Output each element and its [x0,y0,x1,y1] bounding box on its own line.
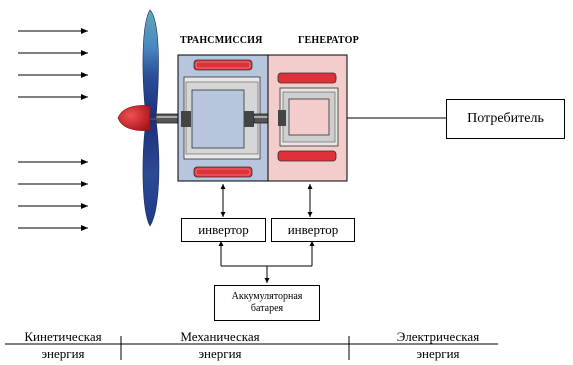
energy-stage-kinetic: Кинетическая энергия [8,330,118,360]
stage-line2: энергия [198,346,242,361]
generator-core [288,98,330,136]
lower-blade [142,119,160,227]
energy-stage-electrical: Электрическая энергия [378,330,498,360]
inverter-right-label: инвертор [287,222,339,237]
wind-arrows [18,28,88,231]
magnet-top [277,72,337,84]
consumer-label: Потребитель [467,111,544,126]
generator-label: ГЕНЕРАТОР [298,35,359,46]
magnet-bottom [193,166,253,178]
energy-scale [5,336,498,360]
stage-line1: Механическая [180,329,260,344]
stage-line2: энергия [41,346,85,361]
bus-lines [218,241,315,283]
transmission-block [177,54,269,182]
magnet-bottom [277,150,337,162]
nose-cone-icon [117,105,151,131]
upper-blade [142,9,159,119]
consumer-box: Потребитель [446,99,565,139]
transmission-label: ТРАНСМИССИЯ [180,35,263,46]
inverter-right: инвертор [271,218,355,242]
energy-stage-mechanical: Механическая энергия [160,330,280,360]
transmission-core [191,89,245,149]
stage-line1: Кинетическая [24,329,102,344]
battery-label-line2: батарея [250,303,284,314]
magnet-top [193,59,253,71]
battery-box: Аккумуляторная батарея [214,285,320,321]
rotor [117,9,160,227]
battery-label-line1: Аккумуляторная [231,290,303,302]
inverter-left-label: инвертор [198,222,249,237]
generator-block [267,54,348,182]
stage-line2: энергия [416,346,460,361]
inverter-left: инвертор [181,218,266,242]
stage-line1: Электрическая [396,329,480,344]
